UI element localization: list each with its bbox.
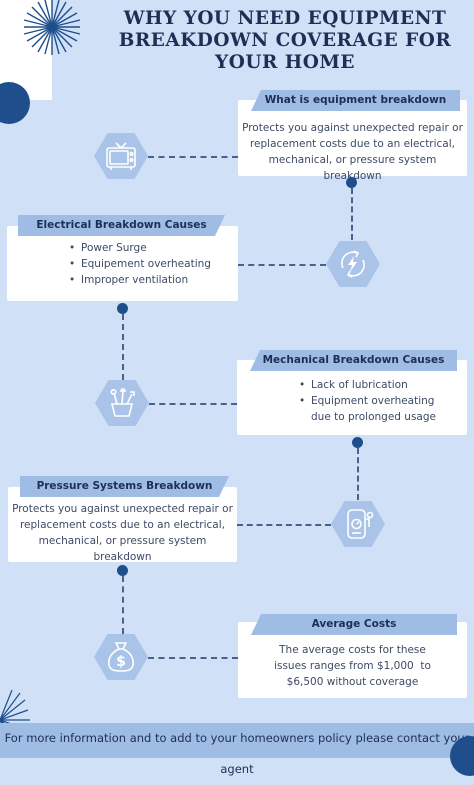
connector-line bbox=[122, 314, 124, 380]
connector-line bbox=[238, 264, 326, 266]
electricity-cycle-icon bbox=[341, 250, 365, 278]
pressure-line-2: replacement costs due to an electrical, bbox=[19, 519, 226, 531]
electrical-item: Improper ventilation bbox=[69, 272, 238, 288]
tv-hexagon bbox=[94, 133, 148, 179]
pressure-line-3: mechanical, or pressure system breakdown bbox=[38, 535, 207, 563]
connector-line bbox=[122, 576, 124, 634]
connector-line bbox=[148, 657, 238, 659]
what-is-box: Protects you against unexpected repair o… bbox=[238, 100, 467, 182]
svg-text:$: $ bbox=[116, 654, 126, 670]
costs-line-1: The average costs for these bbox=[279, 644, 426, 656]
connector-line bbox=[149, 403, 237, 405]
money-bag-icon: $ bbox=[107, 642, 135, 672]
pressure-heading: Pressure Systems Breakdown bbox=[20, 476, 229, 497]
costs-line-3: $6,500 without coverage bbox=[286, 676, 419, 688]
what-is-heading: What is equipment breakdown coverage? bbox=[251, 90, 460, 111]
footer-banner: For more information and to add to your … bbox=[0, 723, 474, 776]
money-hexagon: $ bbox=[94, 634, 148, 680]
tv-icon bbox=[106, 142, 136, 170]
connector-line bbox=[237, 524, 331, 526]
what-is-line-3: mechanical, or pressure system breakdown bbox=[268, 154, 437, 182]
connector-line bbox=[148, 156, 238, 158]
page-title: WHY YOU NEED EQUIPMENT BREAKDOWN COVERAG… bbox=[100, 8, 470, 74]
title-line-1: WHY YOU NEED EQUIPMENT bbox=[123, 8, 447, 29]
costs-line-2: issues ranges from $1,000 to bbox=[274, 660, 431, 672]
mechanical-item: Equipment overheating bbox=[299, 393, 467, 409]
toolbox-icon bbox=[110, 388, 135, 417]
connector-dot bbox=[117, 303, 128, 314]
mechanical-box: Lack of lubrication Equipment overheatin… bbox=[237, 360, 467, 435]
costs-heading: Average Costs bbox=[251, 614, 457, 635]
title-line-3: YOUR HOME bbox=[215, 52, 355, 73]
electrical-item: Power Surge bbox=[69, 240, 238, 256]
electrical-box: Power Surge Equipement overheating Impro… bbox=[7, 226, 238, 301]
mechanical-item: Lack of lubrication bbox=[299, 377, 467, 393]
connector-dot bbox=[352, 437, 363, 448]
what-is-line-1: Protects you against unexpected repair o… bbox=[242, 122, 463, 134]
gauge-hexagon bbox=[331, 501, 385, 547]
mechanical-heading: Mechanical Breakdown Causes bbox=[250, 350, 457, 371]
electrical-item: Equipement overheating bbox=[69, 256, 238, 272]
title-line-2: BREAKDOWN COVERAGE FOR bbox=[118, 30, 452, 51]
connector-line bbox=[357, 448, 359, 500]
pressure-line-1: Protects you against unexpected repair o… bbox=[12, 503, 233, 515]
mechanical-item-continued: due to prolonged usage bbox=[311, 411, 436, 423]
electric-hexagon bbox=[326, 241, 380, 287]
sunburst-decoration-icon bbox=[23, 0, 81, 55]
pressure-box: Protects you against unexpected repair o… bbox=[8, 487, 237, 563]
footer-text: For more information and to add to your … bbox=[4, 731, 470, 776]
what-is-line-2: replacement costs due to an electrical, bbox=[249, 138, 456, 150]
water-heater-gauge-icon bbox=[347, 509, 374, 539]
tools-hexagon bbox=[95, 380, 149, 426]
electrical-heading: Electrical Breakdown Causes bbox=[18, 215, 225, 236]
connector-dot bbox=[117, 565, 128, 576]
connector-dot bbox=[346, 177, 357, 188]
connector-line bbox=[351, 188, 353, 240]
